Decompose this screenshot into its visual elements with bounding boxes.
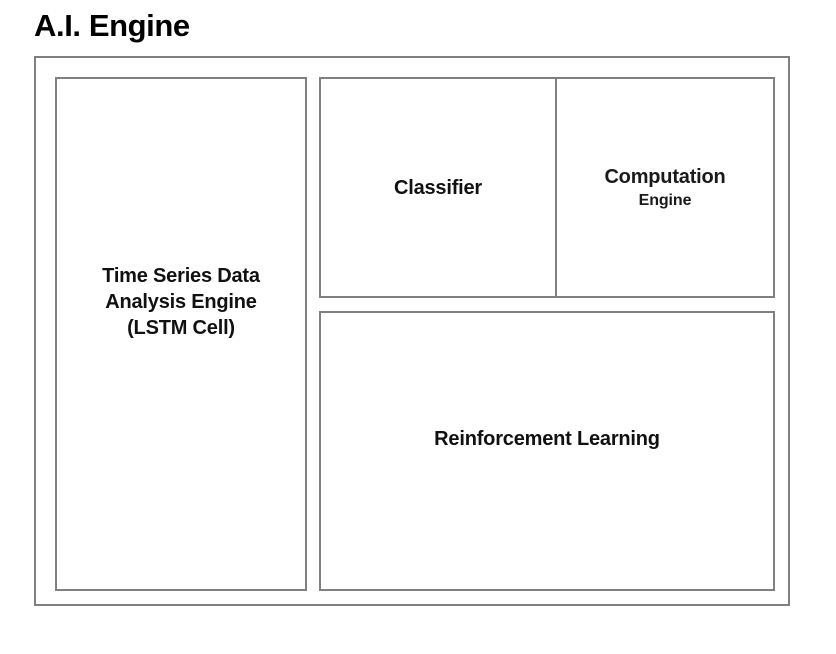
ai-engine-container: Time Series Data Analysis Engine (LSTM C… [34,56,790,606]
block-label-group: Time Series Data Analysis Engine (LSTM C… [102,263,260,341]
lstm-label-line-2: Analysis Engine [105,291,257,313]
block-classifier: Classifier [321,79,555,296]
block-time-series-analysis-engine: Time Series Data Analysis Engine (LSTM C… [55,77,307,591]
block-row-top: Classifier Computation Engine [319,77,775,298]
block-reinforcement-learning: Reinforcement Learning [319,311,775,591]
lstm-label-line-3: (LSTM Cell) [127,317,235,339]
page-title: A.I. Engine [34,8,190,43]
computation-label-line-1: Computation [604,165,726,188]
classifier-label: Classifier [393,176,483,199]
block-computation-engine: Computation Engine [555,79,773,296]
computation-label-line-2: Engine [638,191,692,209]
reinforcement-learning-label: Reinforcement Learning [434,428,660,450]
lstm-label-line-1: Time Series Data [102,265,260,287]
computation-label-group: Computation Engine [604,164,725,212]
